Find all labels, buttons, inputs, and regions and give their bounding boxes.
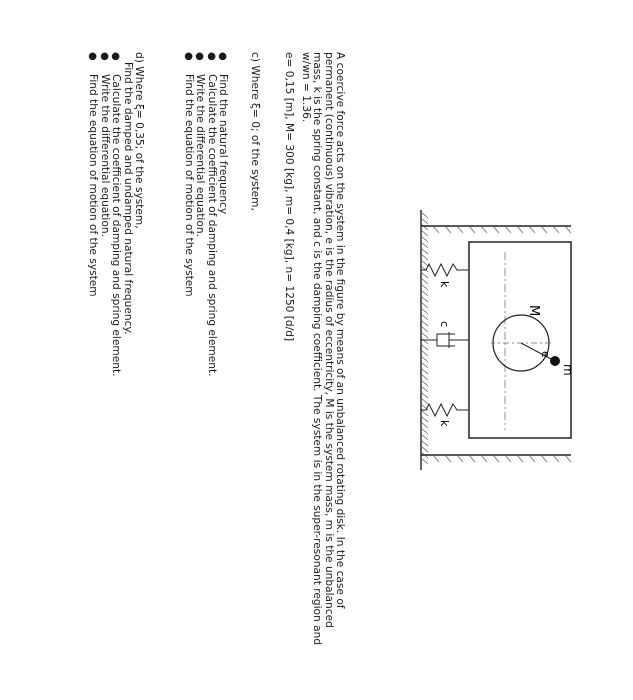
damper <box>421 332 469 348</box>
damper-label: c <box>438 321 451 327</box>
right-wall-hatch <box>421 454 572 463</box>
problem-line: w/wn = 1.36. <box>299 52 312 123</box>
list-item: ●Find the equation of motion of the syst… <box>182 52 195 297</box>
list-item: ●Calculate the coefficient of damping an… <box>110 52 122 377</box>
section-d-heading: d) Where ξ= 0,35; of the system, <box>133 52 145 229</box>
left-wall-hatch <box>421 225 572 234</box>
problem-line: mass, k is the spring constant, and c is… <box>311 52 324 646</box>
bullet-icon: ● <box>87 52 99 61</box>
eccentricity-label: e <box>539 351 552 358</box>
section-c-list: ●Find the natural frequency ●Calculate t… <box>182 52 229 377</box>
left-spring <box>421 262 469 278</box>
bullet-icon: ● <box>98 52 110 61</box>
section-c-heading: c) Where ξ= 0; of the system, <box>249 52 261 211</box>
bullet-icon: ● <box>194 52 206 61</box>
bullet-icon: ● <box>205 52 217 61</box>
unbalanced-mass-dot <box>550 356 560 366</box>
problem-line: A coercive force acts on the system in t… <box>334 52 346 609</box>
list-item: ●Find the equation of motion of the syst… <box>87 52 100 297</box>
spring-right-label: k <box>438 420 451 427</box>
unbalanced-mass-label: m <box>561 364 575 376</box>
list-item: ●Find the natural frequency <box>217 52 229 215</box>
bullet-icon: ● <box>110 52 121 61</box>
bullet-icon: ● <box>182 52 194 61</box>
mass-label: M <box>526 305 541 316</box>
spring-left-label: k <box>438 281 451 288</box>
section-d-subline: Find the damped and undamped natural fre… <box>122 62 134 335</box>
vibration-system-figure: M m e k c k <box>420 210 575 470</box>
mass-block <box>468 241 572 439</box>
given-parameters: e= 0,15 [m], M= 300 [kg], m= 0,4 [kg], n… <box>283 52 295 342</box>
section-d-list: ●Calculate the coefficient of damping an… <box>87 52 122 377</box>
list-item: ●Write the differential equation. <box>194 52 207 237</box>
bullet-icon: ● <box>217 52 228 61</box>
problem-line: permanent (continuous) vibration, e is t… <box>322 52 335 628</box>
eccentricity-arm <box>520 342 554 361</box>
list-item: ●Write the differential equation. <box>98 52 111 237</box>
problem-statement: A coercive force acts on the system in t… <box>299 52 346 652</box>
list-item: ●Calculate the coefficient of damping an… <box>205 52 218 377</box>
right-spring <box>421 402 469 418</box>
